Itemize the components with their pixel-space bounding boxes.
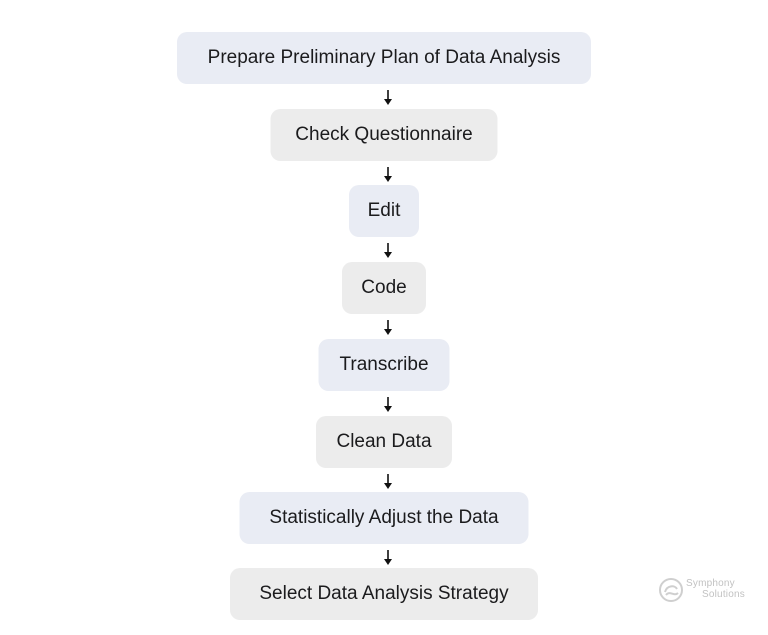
- arrow-down-icon: [384, 243, 392, 258]
- symphony-swirl-icon: [659, 578, 683, 602]
- logo-text-line1: Symphony: [686, 578, 735, 589]
- step-transcribe: Transcribe: [318, 339, 450, 391]
- arrow-down-icon: [384, 397, 392, 412]
- logo-text-line2: Solutions: [702, 589, 745, 600]
- step-prepare-plan: Prepare Preliminary Plan of Data Analysi…: [177, 32, 591, 84]
- arrow-down-icon: [384, 167, 392, 182]
- step-select-strategy: Select Data Analysis Strategy: [230, 568, 538, 620]
- arrow-down-icon: [384, 320, 392, 335]
- step-statistically-adjust: Statistically Adjust the Data: [239, 492, 529, 544]
- arrow-down-icon: [384, 90, 392, 105]
- step-edit: Edit: [349, 185, 419, 237]
- symphony-solutions-logo: Symphony Solutions: [658, 575, 748, 605]
- step-clean-data: Clean Data: [316, 416, 452, 468]
- arrow-down-icon: [384, 474, 392, 489]
- arrow-down-icon: [384, 550, 392, 565]
- step-check-questionnaire: Check Questionnaire: [270, 109, 498, 161]
- step-code: Code: [342, 262, 426, 314]
